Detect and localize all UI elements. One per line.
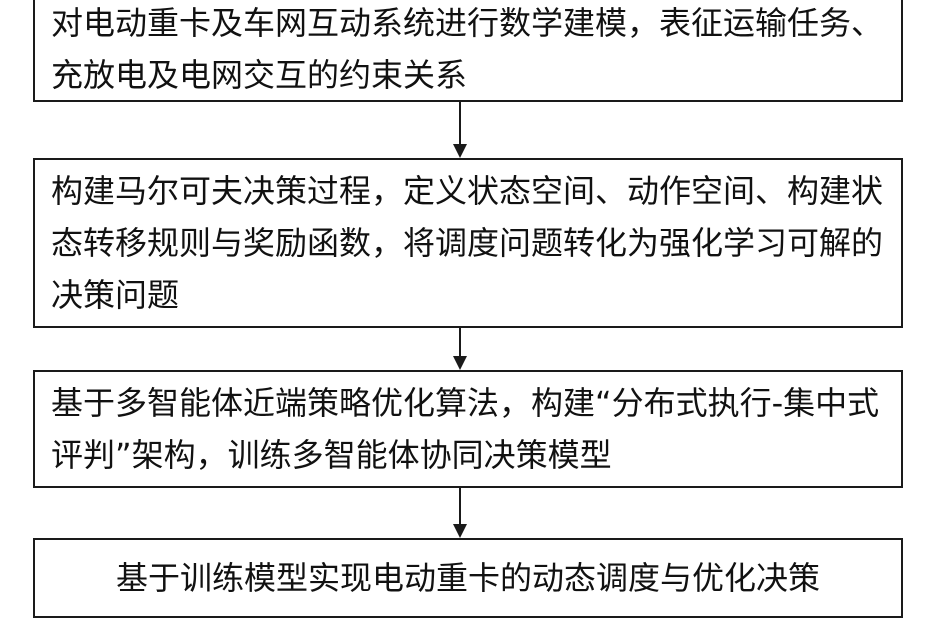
arrow-down-icon — [450, 328, 470, 370]
step-box-mdp: 构建马尔可夫决策过程，定义状态空间、动作空间、构建状态转移规则与奖励函数，将调度… — [33, 158, 903, 328]
step-box-mappo: 基于多智能体近端策略优化算法，构建“分布式执行-集中式评判”架构，训练多智能体协… — [33, 370, 903, 488]
step-text-modeling: 对电动重卡及车网互动系统进行数学建模，表征运输任务、充放电及电网交互的约束关系 — [51, 0, 885, 101]
arrow-down-icon — [450, 102, 470, 158]
flow-arrow-down — [450, 102, 470, 158]
flow-arrow-down — [450, 328, 470, 370]
step-text-dispatch: 基于训练模型实现电动重卡的动态调度与优化决策 — [51, 552, 885, 604]
step-text-mdp: 构建马尔可夫决策过程，定义状态空间、动作空间、构建状态转移规则与奖励函数，将调度… — [51, 165, 885, 321]
step-box-dispatch: 基于训练模型实现电动重卡的动态调度与优化决策 — [33, 538, 903, 618]
arrow-down-icon — [450, 488, 470, 538]
step-box-modeling: 对电动重卡及车网互动系统进行数学建模，表征运输任务、充放电及电网交互的约束关系 — [33, 0, 903, 102]
flow-arrow-down — [450, 488, 470, 538]
step-text-mappo: 基于多智能体近端策略优化算法，构建“分布式执行-集中式评判”架构，训练多智能体协… — [51, 377, 885, 481]
